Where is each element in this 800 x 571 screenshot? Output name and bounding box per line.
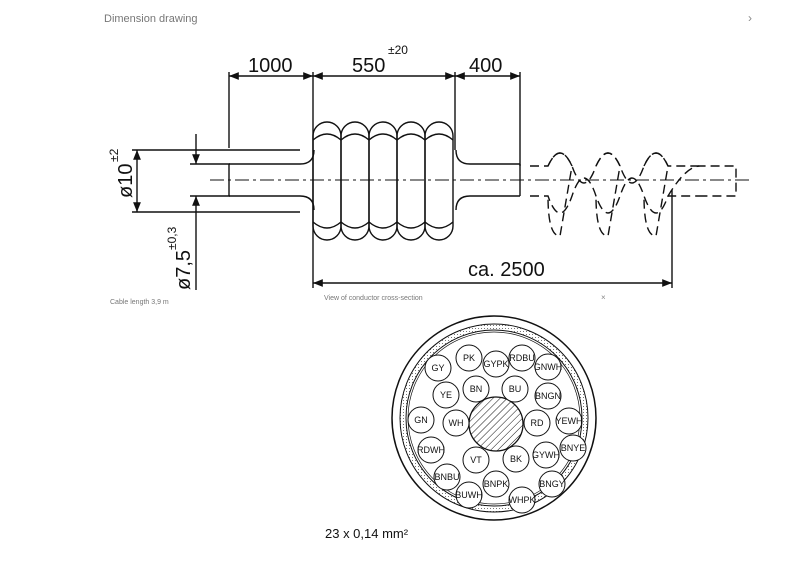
- wire-label-gy: GY: [431, 363, 444, 373]
- wire-label-bk: BK: [510, 454, 522, 464]
- wire-label-ye: YE: [440, 390, 452, 400]
- wire-label-buwh: BUWH: [455, 490, 483, 500]
- wire-rdwh: [417, 436, 445, 464]
- wire-label-rdwh: RDWH: [417, 445, 445, 455]
- wire-label-bngy: BNGY: [539, 479, 565, 489]
- wire-bnbu: [433, 463, 461, 491]
- wire-label-bnbu: BNBU: [434, 472, 459, 482]
- dim-total-length: ca. 2500: [468, 259, 545, 281]
- filler-core: [468, 396, 524, 452]
- dim-inner-diameter-tolerance: ±0,3: [165, 226, 179, 250]
- wire-label-yewh: YEWH: [556, 416, 583, 426]
- wire-bu: [501, 375, 529, 403]
- wire-gn: [407, 406, 435, 434]
- wire-yewh: [555, 407, 583, 435]
- dim-550-tolerance: ±20: [388, 43, 408, 57]
- dim-outer-diameter: ø10: [115, 164, 137, 198]
- dim-inner-diameter: ø7,5: [173, 250, 195, 290]
- wire-label-gnwh: GNWH: [534, 362, 563, 372]
- wire-bk: [502, 445, 530, 473]
- wire-rd: [523, 409, 551, 437]
- wire-label-gn: GN: [414, 415, 428, 425]
- wire-label-rdbu: RDBU: [509, 353, 535, 363]
- cross-section-title: View of conductor cross-section: [324, 295, 423, 302]
- dim-550: 550: [352, 55, 385, 77]
- wire-label-whpk: WHPK: [509, 495, 536, 505]
- wire-bn: [462, 375, 490, 403]
- wire-label-gywh: GYWH: [532, 450, 560, 460]
- wire-label-bngn: BNGN: [535, 391, 561, 401]
- cross-section-close-icon[interactable]: ×: [601, 293, 606, 302]
- close-chevron-icon[interactable]: ›: [748, 11, 752, 25]
- wire-gywh: [532, 441, 560, 469]
- dim-400: 400: [469, 55, 502, 77]
- conductor-gauge-label: 23 x 0,14 mm²: [325, 526, 409, 541]
- wire-gy: [424, 354, 452, 382]
- wire-label-bu: BU: [509, 384, 522, 394]
- wire-label-rd: RD: [531, 418, 544, 428]
- wire-label-wh: WH: [449, 418, 464, 428]
- wire-bngn: [534, 382, 562, 410]
- wire-gypk: [482, 350, 510, 378]
- wire-buwh: [455, 481, 483, 509]
- dim-outer-diameter-tolerance: ±2: [107, 148, 121, 162]
- wire-bnye: [559, 434, 587, 462]
- wire-label-gypk: GYPK: [483, 359, 508, 369]
- wire-label-bn: BN: [470, 384, 483, 394]
- wire-label-vt: VT: [470, 455, 482, 465]
- cable-length-label: Cable length 3,9 m: [110, 299, 169, 306]
- wire-gnwh: [534, 353, 562, 381]
- wire-wh: [442, 409, 470, 437]
- page-title: Dimension drawing: [104, 13, 198, 25]
- wire-rdbu: [508, 344, 536, 372]
- wire-bngy: [538, 470, 566, 498]
- wire-whpk: [508, 486, 536, 514]
- wire-label-bnpk: BNPK: [484, 479, 509, 489]
- wire-ye: [432, 381, 460, 409]
- dim-1000: 1000: [248, 55, 293, 77]
- wire-label-pk: PK: [463, 353, 475, 363]
- wire-bnpk: [482, 470, 510, 498]
- wire-pk: [455, 344, 483, 372]
- wire-vt: [462, 446, 490, 474]
- wire-label-bnye: BNYE: [561, 443, 586, 453]
